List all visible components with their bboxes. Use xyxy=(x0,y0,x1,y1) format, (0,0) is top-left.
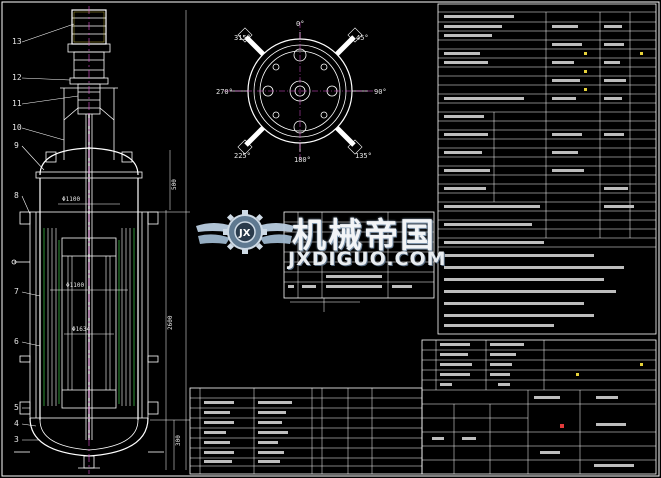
table-yellow-marks xyxy=(584,52,643,91)
callout-10: 10 xyxy=(12,123,22,132)
nozzle-left-top xyxy=(19,211,31,225)
angle-90: 90° xyxy=(374,88,387,96)
watermark-title: 机械帝国 xyxy=(292,216,436,256)
top-view xyxy=(230,32,368,152)
callout-9: 9 xyxy=(14,141,19,150)
table-fine-print xyxy=(444,15,634,327)
red-marker xyxy=(560,424,564,428)
title-block xyxy=(421,339,657,475)
dim-top-diameter: Φ1100 xyxy=(62,196,80,203)
watermark-site: JXDIGUO.COM xyxy=(288,248,447,270)
callout-numbers: 13 12 11 10 9 8 7 6 5 4 3 xyxy=(12,37,22,444)
parts-list-fine-print xyxy=(204,401,292,463)
technical-data-table xyxy=(437,3,657,335)
nozzle-table xyxy=(283,211,435,299)
callout-12: 12 xyxy=(12,73,22,82)
callout-8: 8 xyxy=(14,191,19,200)
coil-tubes xyxy=(47,228,131,406)
watermark-logo: JX xyxy=(196,210,294,254)
watermark: 机械帝国 JXDIGUO.COM xyxy=(192,208,482,274)
callout-6: 6 xyxy=(14,337,19,346)
angle-45: 45° xyxy=(356,34,369,42)
top-view-lug-outlines xyxy=(237,27,363,155)
angle-0: 0° xyxy=(296,20,304,28)
angle-315: 315° xyxy=(234,34,251,42)
callout-4: 4 xyxy=(14,419,19,428)
motor-hatch xyxy=(73,11,105,43)
dim-top-height: 500 xyxy=(171,179,178,190)
svg-text:JX: JX xyxy=(238,228,251,239)
top-view-angles: 0° 45° 90° 135° 180° 225° 270° 315° xyxy=(216,20,387,164)
nozzle-right-top xyxy=(147,211,159,225)
angle-225: 225° xyxy=(234,152,251,160)
dim-inner-diameter: Φ1634 xyxy=(72,326,90,333)
callout-13: 13 xyxy=(12,37,22,46)
callout-5: 5 xyxy=(14,403,19,412)
title-block-fine-print xyxy=(432,343,634,467)
dimension-text: Φ1100 Φ1100 Φ1634 500 2600 300 xyxy=(62,179,182,446)
dim-total-height: 2600 xyxy=(167,315,174,330)
dim-bottom-height: 300 xyxy=(175,435,182,446)
nozzle-table-fine-print xyxy=(288,275,412,288)
green-accents xyxy=(43,228,135,406)
angle-135: 135° xyxy=(355,152,372,160)
callout-3: 3 xyxy=(14,435,19,444)
angle-270: 270° xyxy=(216,88,233,96)
dimension-lines xyxy=(50,10,190,470)
nozzle-right-bottom xyxy=(147,401,159,415)
callout-leaders xyxy=(21,23,79,441)
title-block-yellow-marks xyxy=(576,363,643,376)
parts-list-table xyxy=(189,387,423,475)
angle-180: 180° xyxy=(294,156,311,164)
callout-11: 11 xyxy=(12,99,22,108)
callout-7: 7 xyxy=(14,287,19,296)
dim-mid-diameter: Φ1100 xyxy=(66,282,84,289)
